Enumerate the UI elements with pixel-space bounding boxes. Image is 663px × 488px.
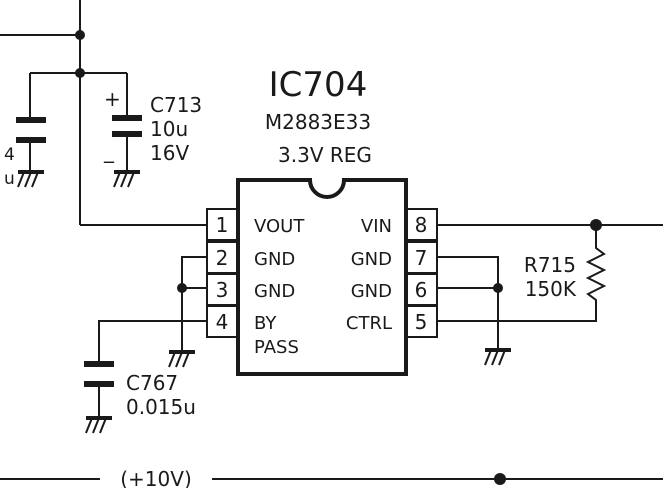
c713-plus-sign: + [104,87,121,111]
ground-symbol [17,170,44,188]
partial-cap-unit: u [4,169,15,189]
pin-number: 6 [415,278,428,302]
pin-label: GND [254,249,295,270]
pin-label: VIN [361,216,392,237]
c713-value: 10u [150,117,188,141]
pin-label: GND [351,281,392,302]
c713-voltage: 16V [150,141,189,165]
ground-symbol [113,170,140,188]
input-net-wires [437,224,663,350]
c713-ref: C713 [150,93,202,117]
pin-number: 2 [216,246,229,270]
pin-label: CTRL [346,313,392,334]
ic-reference: IC704 [269,65,368,105]
r715-ref: R715 [524,253,576,277]
r715-value: 150K [525,277,577,301]
ground-symbol [484,348,511,366]
junction-dot [494,473,506,485]
pin-number: 8 [415,213,428,237]
pin-label: GND [351,249,392,270]
pin-label: BY [254,313,277,334]
ground-symbol [168,350,195,368]
ground-symbol [85,416,112,434]
junction-dot [75,30,85,40]
junction-dot [177,283,187,293]
rail-label: (+10V) [120,467,192,488]
capacitor-c713 [112,73,142,172]
c713-minus-sign: _ [103,139,115,163]
junction-dot [493,283,503,293]
left-ground-wires [181,256,207,352]
junction-dot [75,68,85,78]
pin-number: 4 [216,310,229,334]
partial-cap-value: 4 [4,145,15,165]
ic-function: 3.3V REG [278,143,372,167]
pin-label: VOUT [254,216,305,237]
c767-value: 0.015u [126,395,196,419]
pin-number: 3 [216,278,229,302]
c767-ref: C767 [126,371,178,395]
ic-part-number: M2883E33 [265,110,371,134]
pin-number: 1 [216,213,229,237]
pin-label: PASS [254,337,299,358]
pin-number: 5 [415,310,428,334]
pin-number: 7 [415,246,428,270]
capacitor-c767 [84,320,207,418]
resistor-r715 [585,225,607,306]
partial-capacitor [16,73,46,172]
ic-body [236,178,408,376]
pin-label: GND [254,281,295,302]
